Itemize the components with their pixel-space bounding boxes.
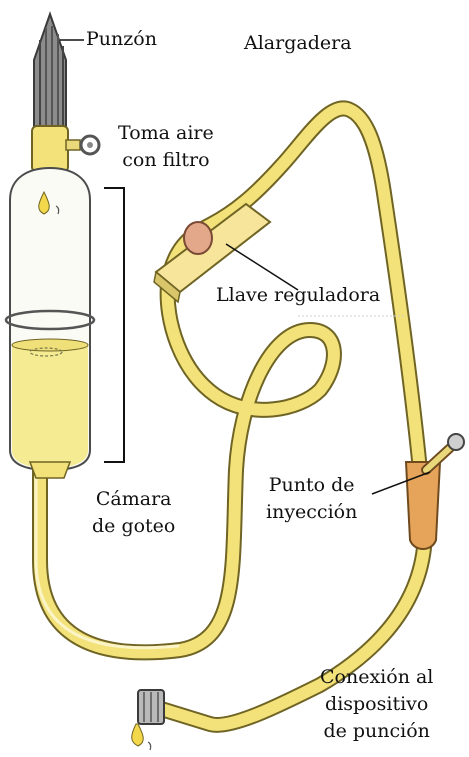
label-air-vent-line1: Toma aire — [118, 122, 214, 144]
tubing — [32, 100, 433, 733]
label-drip-chamber-line1: Cámara — [95, 488, 172, 510]
air-vent — [65, 134, 101, 156]
label-spike-text: Punzón — [86, 28, 157, 50]
label-roller-clamp: Llave reguladora — [216, 282, 380, 309]
roller-clamp — [153, 202, 272, 304]
drip-chamber — [4, 166, 96, 479]
label-drip-chamber-line2: de goteo — [92, 515, 176, 537]
label-connector-line2: dispositivo — [325, 693, 429, 715]
chamber-bracket — [104, 187, 125, 463]
label-connector-line3: de punción — [323, 720, 430, 742]
port-pointer — [371, 471, 431, 495]
label-injection-port-line1: Punto de — [268, 474, 355, 496]
tube-fill — [34, 102, 431, 731]
label-injection-port: Punto de inyección — [266, 472, 357, 526]
label-spike: Punzón — [86, 26, 157, 53]
tube-highlight — [34, 458, 180, 650]
spike-collar — [31, 125, 69, 173]
label-extension-tube-text: Alargadera — [244, 32, 352, 54]
label-connector-line1: Conexión al — [320, 666, 434, 688]
label-air-vent-line2: con filtro — [122, 149, 210, 171]
label-air-vent: Toma aire con filtro — [118, 120, 214, 174]
label-extension-tube: Alargadera — [244, 30, 352, 57]
tube-outline — [32, 100, 433, 733]
injection-port — [404, 433, 465, 550]
spike — [33, 10, 67, 129]
label-drip-chamber: Cámara de goteo — [92, 486, 175, 540]
end-connector — [131, 689, 165, 751]
label-connector: Conexión al dispositivo de punción — [320, 664, 433, 745]
label-roller-clamp-text: Llave reguladora — [216, 284, 381, 306]
clamp-pointer — [225, 243, 299, 291]
label-injection-port-line2: inyección — [266, 501, 358, 523]
